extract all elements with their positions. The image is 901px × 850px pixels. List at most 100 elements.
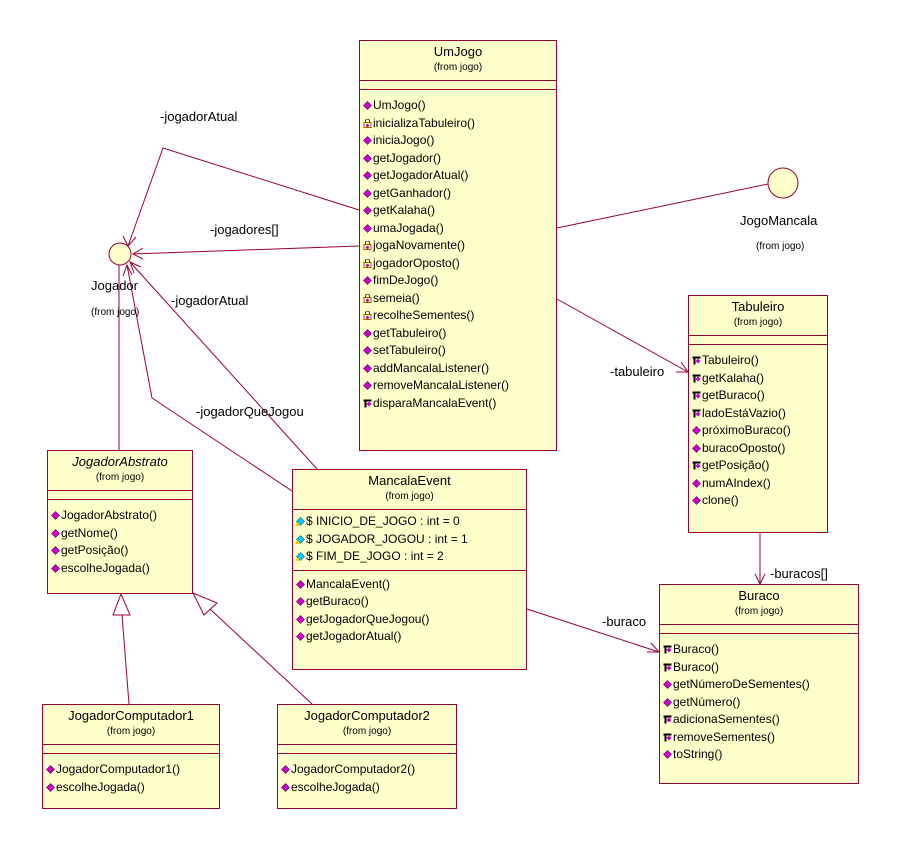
operation-item[interactable]: adicionaSementes() <box>663 711 856 729</box>
operation-item[interactable]: getJogadorAtual() <box>363 167 554 185</box>
class-umjogo[interactable]: UmJogo (from jogo) UmJogo()inicializaTab… <box>359 40 557 451</box>
public-op-icon <box>46 782 55 792</box>
operation-item[interactable]: getKalaha() <box>363 202 554 220</box>
attributes-compartment <box>660 625 858 634</box>
operation-item[interactable]: iniciaJogo() <box>363 132 554 150</box>
operation-label: addMancalaListener() <box>373 360 490 375</box>
operation-item[interactable]: getNúmeroDeSementes() <box>663 676 856 694</box>
operation-item[interactable]: JogadorAbstrato() <box>51 507 190 525</box>
operation-item[interactable]: escolheJogada() <box>46 779 217 797</box>
class-package: (from jogo) <box>734 606 784 617</box>
operation-item[interactable]: getNome() <box>51 525 190 543</box>
public-op-icon <box>663 680 672 689</box>
attribute-item[interactable]: $ INICIO_DE_JOGO : int = 0 <box>296 513 524 531</box>
operation-label: JogadorComputador1() <box>56 762 181 776</box>
operation-item[interactable]: JogadorComputador1() <box>46 761 217 779</box>
package-op-icon <box>692 409 701 418</box>
class-package: (from jogo) <box>733 317 783 328</box>
operation-label: iniciaJogo() <box>373 133 435 147</box>
operation-item[interactable]: getNúmero() <box>663 694 856 712</box>
class-mancalaevent[interactable]: MancalaEvent (from jogo) $ INICIO_DE_JOG… <box>292 469 527 670</box>
operation-item[interactable]: JogadorComputador2() <box>281 761 454 779</box>
assoc-umjogo-jogadoratual <box>127 147 360 247</box>
class-tabuleiro[interactable]: Tabuleiro (from jogo) Tabuleiro()getKala… <box>688 295 828 533</box>
role-buraco: -buraco <box>602 614 647 629</box>
operation-item[interactable]: jogadorOposto() <box>363 255 554 273</box>
class-header: MancalaEvent (from jogo) <box>293 470 526 510</box>
operation-item[interactable]: getJogadorQueJogou() <box>296 611 524 629</box>
operation-item[interactable]: escolheJogada() <box>51 560 190 578</box>
operation-item[interactable]: getKalaha() <box>692 370 825 388</box>
operation-item[interactable]: Buraco() <box>663 659 856 677</box>
operation-item[interactable]: inicializaTabuleiro() <box>363 115 554 133</box>
operations-compartment: UmJogo()inicializaTabuleiro()iniciaJogo(… <box>360 90 556 415</box>
operation-item[interactable]: disparaMancalaEvent() <box>363 395 554 413</box>
operation-item[interactable]: MancalaEvent() <box>296 576 524 594</box>
class-jogadorcomputador2[interactable]: JogadorComputador2 (from jogo) JogadorCo… <box>277 704 457 809</box>
operation-label: umaJogada() <box>373 220 444 235</box>
operation-label: escolheJogada() <box>291 779 380 794</box>
generalization-arrowhead <box>191 592 218 616</box>
operation-label: removeSementes() <box>673 729 776 744</box>
public-op-icon <box>296 614 305 624</box>
class-package: (from jogo) <box>106 726 156 737</box>
operation-item[interactable]: toString() <box>663 746 856 764</box>
operation-item[interactable]: getGanhador() <box>363 185 554 203</box>
attribute-item[interactable]: $ FIM_DE_JOGO : int = 2 <box>296 548 524 566</box>
operation-label: getJogadorAtual() <box>373 168 469 182</box>
operation-item[interactable]: getPosição() <box>51 542 190 560</box>
operation-item[interactable]: addMancalaListener() <box>363 360 554 378</box>
public-op-icon <box>51 528 60 538</box>
operation-item[interactable]: numAIndex() <box>692 475 825 493</box>
operation-label: clone() <box>702 493 739 507</box>
operation-item[interactable]: escolheJogada() <box>281 779 454 797</box>
operation-item[interactable]: getBuraco() <box>692 387 825 405</box>
class-name: JogadorComputador1 <box>68 708 194 723</box>
operation-item[interactable]: UmJogo() <box>363 97 554 115</box>
class-jogadorabstrato[interactable]: JogadorAbstrato (from jogo) JogadorAbstr… <box>47 450 193 594</box>
operation-item[interactable]: Tabuleiro() <box>692 352 825 370</box>
operations-compartment: JogadorComputador1() escolheJogada() <box>43 754 219 799</box>
generalization-jc1 <box>121 614 130 705</box>
class-buraco[interactable]: Buraco (from jogo) Buraco()Buraco()getNú… <box>659 584 859 784</box>
public-op-icon <box>363 381 372 390</box>
public-op-icon <box>363 346 372 355</box>
class-jogadorcomputador1[interactable]: JogadorComputador1 (from jogo) JogadorCo… <box>42 704 220 809</box>
operation-item[interactable]: clone() <box>692 492 825 510</box>
operation-item[interactable]: jogaNovamente() <box>363 237 554 255</box>
operation-label: recolheSementes() <box>373 308 475 322</box>
package-op-icon <box>363 399 372 408</box>
assoc-mancalaevent-jogadorquejogou <box>126 264 293 492</box>
operation-item[interactable]: próximoBuraco() <box>692 422 825 440</box>
operation-label: toString() <box>673 747 723 761</box>
public-op-icon <box>296 579 305 589</box>
arrowhead <box>122 263 133 277</box>
operation-item[interactable]: buracoOposto() <box>692 440 825 458</box>
operation-item[interactable]: semeia() <box>363 290 554 308</box>
operation-item[interactable]: getPosição() <box>692 457 825 475</box>
operation-label: JogadorAbstrato() <box>61 508 158 522</box>
attribute-label: $ FIM_DE_JOGO : int = 2 <box>306 549 444 563</box>
package-op-icon <box>663 733 672 742</box>
attributes-compartment: $ INICIO_DE_JOGO : int = 0$ JOGADOR_JOGO… <box>293 510 526 571</box>
public-op-icon <box>281 782 290 792</box>
operation-item[interactable]: setTabuleiro() <box>363 342 554 360</box>
role-jogador-atual: -jogadorAtual <box>171 293 249 308</box>
operation-label: ladoEstáVazio() <box>702 405 786 420</box>
operation-item[interactable]: removeMancalaListener() <box>363 377 554 395</box>
operation-item[interactable]: recolheSementes() <box>363 307 554 325</box>
operation-item[interactable]: getBuraco() <box>296 593 524 611</box>
operation-item[interactable]: umaJogada() <box>363 220 554 238</box>
operation-item[interactable]: getJogadorAtual() <box>296 628 524 646</box>
operations-compartment: Tabuleiro() getKalaha()getBuraco()ladoEst… <box>689 345 827 513</box>
jogador-actor-from: (from jogo) <box>91 307 140 318</box>
attribute-item[interactable]: $ JOGADOR_JOGOU : int = 1 <box>296 531 524 549</box>
operation-item[interactable]: fimDeJogo() <box>363 272 554 290</box>
operation-item[interactable]: ladoEstáVazio() <box>692 405 825 423</box>
operation-label: Tabuleiro() <box>702 353 759 367</box>
attributes-compartment <box>689 336 827 345</box>
operation-item[interactable]: Buraco() <box>663 641 856 659</box>
operation-item[interactable]: getTabuleiro() <box>363 325 554 343</box>
operation-item[interactable]: removeSementes() <box>663 729 856 747</box>
operation-item[interactable]: getJogador() <box>363 150 554 168</box>
